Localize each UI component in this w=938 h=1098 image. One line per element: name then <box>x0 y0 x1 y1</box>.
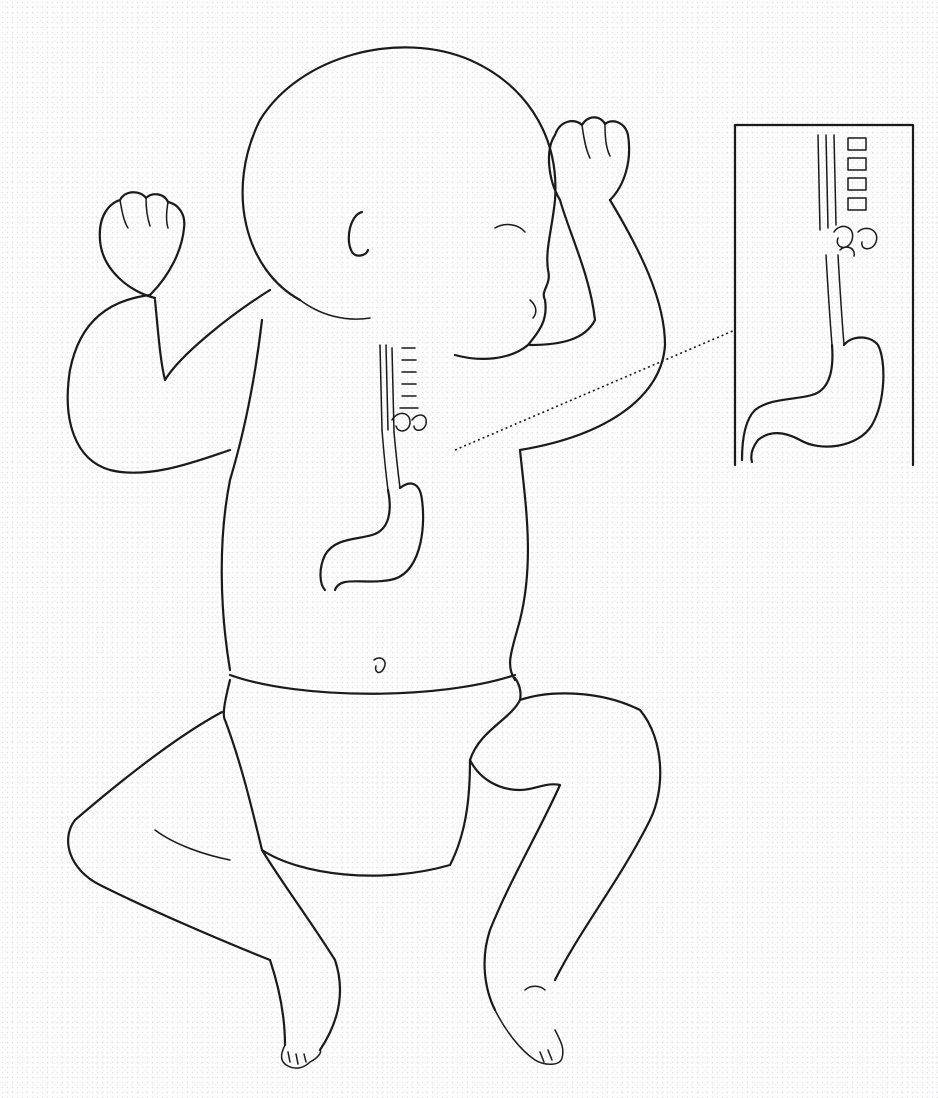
body-stomach <box>320 484 423 590</box>
left-leg-outline <box>68 712 340 1050</box>
inset-fistula-coils <box>834 226 877 256</box>
ear <box>349 212 368 256</box>
right-leg <box>470 693 660 1064</box>
diaper-waistband <box>230 675 515 694</box>
lower-esophagus <box>382 430 400 490</box>
inset-trachea <box>818 135 836 230</box>
left-leg <box>68 712 340 1068</box>
inset-frame <box>735 125 913 465</box>
left-foot <box>282 1045 321 1068</box>
torso <box>222 300 528 680</box>
torso-left-side <box>222 320 262 670</box>
right-leg-outline <box>470 693 660 1010</box>
torso-right-side <box>510 450 528 680</box>
mouth <box>530 300 536 318</box>
head-outline <box>243 47 556 358</box>
inset-esophagus <box>826 255 844 345</box>
right-ankle <box>525 986 545 990</box>
closed-eye <box>495 225 525 232</box>
trachea-rings <box>400 348 418 408</box>
right-fist <box>549 117 629 200</box>
left-fist <box>100 192 185 298</box>
head <box>243 47 556 358</box>
diaper <box>224 675 521 876</box>
left-knee-crease <box>155 830 230 860</box>
fistula-coils <box>392 413 426 431</box>
inset <box>735 125 913 465</box>
right-arm <box>520 117 665 450</box>
neck-crease <box>300 300 370 319</box>
body-esophagus-trachea <box>380 345 426 490</box>
right-foot <box>495 1010 563 1064</box>
leader-line <box>455 330 735 450</box>
left-finger-lines <box>120 198 168 228</box>
navel <box>374 658 385 672</box>
right-finger-lines <box>582 124 610 158</box>
inset-trachea-rings <box>848 138 866 210</box>
inset-stomach <box>742 338 883 463</box>
diaper-outline <box>224 678 521 876</box>
left-arm <box>68 192 270 472</box>
